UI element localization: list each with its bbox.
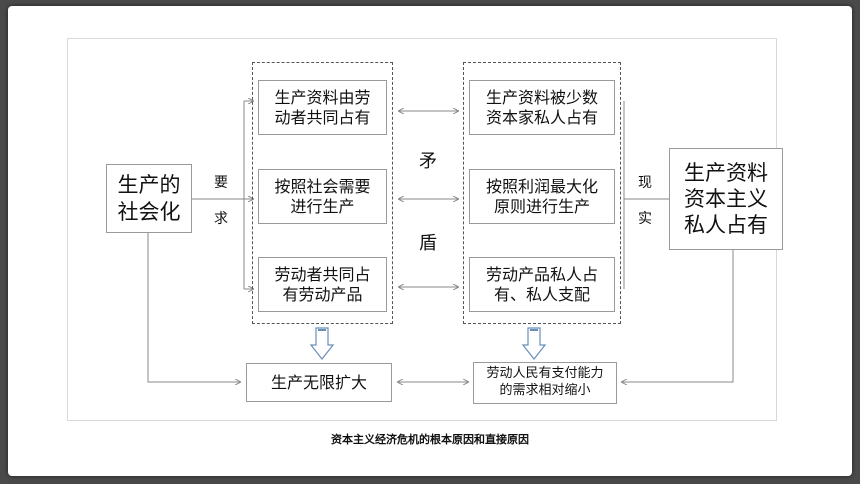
label-require-2: 求 bbox=[214, 211, 228, 227]
right-concept-box: 生产资料 资本主义 私人占有 bbox=[669, 148, 783, 250]
right-box-2: 按照利润最大化 原则进行生产 bbox=[469, 169, 615, 224]
down-arrow-right-icon bbox=[522, 327, 546, 360]
left-down-connector bbox=[147, 232, 240, 382]
left-concept-text: 生产的 社会化 bbox=[117, 173, 181, 224]
label-reality-2: 实 bbox=[638, 211, 652, 227]
bottom-left-text: 生产无限扩大 bbox=[270, 372, 367, 392]
left-box-2: 按照社会需要 进行生产 bbox=[258, 169, 387, 224]
left-concept-box: 生产的 社会化 bbox=[106, 164, 192, 233]
label-require-1: 要 bbox=[214, 175, 228, 191]
right-box-1: 生产资料被少数 资本家私人占有 bbox=[469, 80, 615, 135]
label-contradiction-1: 矛 bbox=[419, 151, 437, 172]
bottom-left-box: 生产无限扩大 bbox=[246, 363, 392, 402]
label-reality-1: 现 bbox=[638, 175, 652, 191]
right-concept-text: 生产资料 资本主义 私人占有 bbox=[684, 160, 768, 238]
right-box-3-text: 劳动产品私人占 有、私人支配 bbox=[485, 265, 598, 304]
left-box-3: 劳动者共同占 有劳动产品 bbox=[258, 257, 387, 312]
right-bracket bbox=[623, 101, 670, 289]
right-box-2-text: 按照利润最大化 原则进行生产 bbox=[485, 177, 598, 216]
right-box-3: 劳动产品私人占 有、私人支配 bbox=[469, 257, 615, 312]
left-box-2-text: 按照社会需要 进行生产 bbox=[274, 177, 371, 216]
bottom-right-text: 劳动人民有支付能力 的需求相对缩小 bbox=[486, 366, 604, 398]
left-column-group bbox=[252, 62, 393, 324]
caption: 资本主义经济危机的根本原因和直接原因 bbox=[331, 433, 529, 446]
right-column-group bbox=[463, 62, 621, 324]
left-box-3-text: 劳动者共同占 有劳动产品 bbox=[274, 265, 371, 304]
left-box-1: 生产资料由劳 动者共同占有 bbox=[258, 80, 387, 135]
right-down-connector bbox=[622, 249, 734, 382]
right-box-1-text: 生产资料被少数 资本家私人占有 bbox=[485, 88, 598, 127]
left-box-1-text: 生产资料由劳 动者共同占有 bbox=[274, 88, 371, 127]
down-arrow-left-icon bbox=[310, 327, 334, 360]
bottom-right-box: 劳动人民有支付能力 的需求相对缩小 bbox=[473, 362, 617, 404]
contradiction-arrows bbox=[399, 111, 458, 287]
left-bracket bbox=[192, 101, 253, 289]
label-contradiction-2: 盾 bbox=[419, 233, 437, 254]
